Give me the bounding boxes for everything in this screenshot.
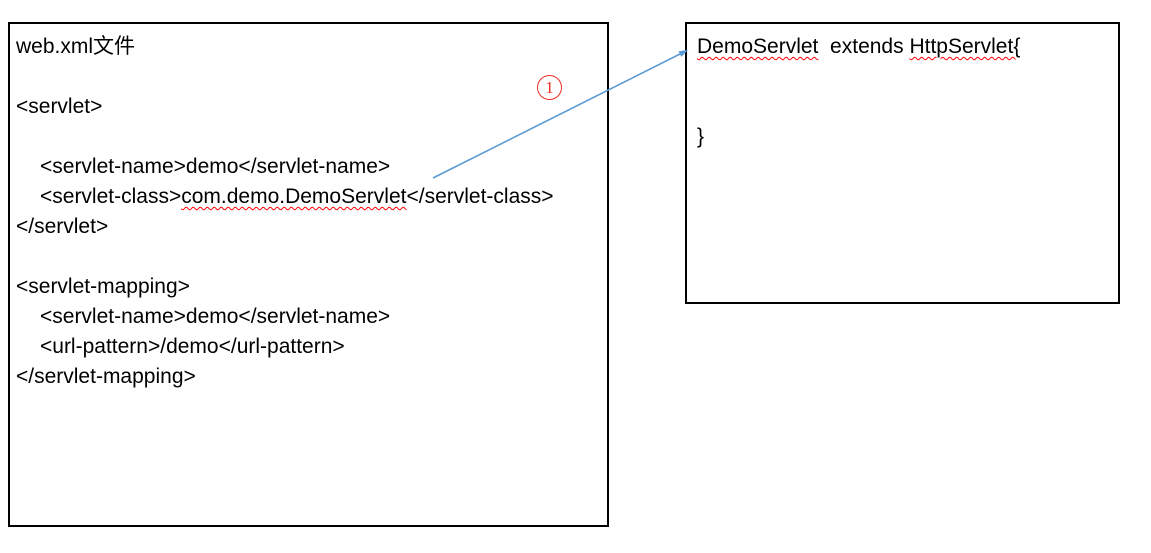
servlet-class-value: com.demo.DemoServlet — [181, 185, 407, 208]
blank-line — [16, 122, 599, 152]
blank-line — [16, 242, 599, 272]
webxml-box: web.xml文件 <servlet> <servlet-name>demo</… — [8, 22, 609, 527]
closing-brace: } — [697, 125, 705, 148]
servlet-open-tag: <servlet> — [16, 95, 103, 118]
servlet-class-close-tag: </servlet-class> — [406, 185, 554, 208]
webxml-box-title: web.xml文件 — [16, 35, 136, 58]
step-1-number: 1 — [545, 77, 554, 97]
extends-keyword: extends — [818, 35, 910, 58]
servlet-close-tag: </servlet> — [16, 215, 109, 238]
blank-line — [16, 62, 599, 92]
servlet-name-line: <servlet-name>demo</servlet-name> — [40, 155, 391, 178]
blank-line — [697, 92, 1110, 122]
servlet-mapping-open-tag: <servlet-mapping> — [16, 275, 190, 298]
servlet-mapping-close-tag: </servlet-mapping> — [16, 365, 196, 388]
url-pattern-line: <url-pattern>/demo</url-pattern> — [40, 335, 345, 358]
superclass-name: HttpServlet{ — [909, 35, 1021, 58]
mapping-servlet-name-line: <servlet-name>demo</servlet-name> — [40, 305, 391, 328]
servlet-class-line: <servlet-class>com.demo.DemoServlet</ser… — [16, 182, 599, 212]
servlet-class-open-tag: <servlet-class> — [40, 185, 182, 208]
class-declaration-line: DemoServlet extends HttpServlet{ — [697, 32, 1110, 62]
class-name: DemoServlet — [697, 35, 819, 58]
blank-line — [697, 62, 1110, 92]
step-1-badge: 1 — [537, 75, 562, 100]
servlet-class-box: DemoServlet extends HttpServlet{ } — [685, 22, 1120, 304]
